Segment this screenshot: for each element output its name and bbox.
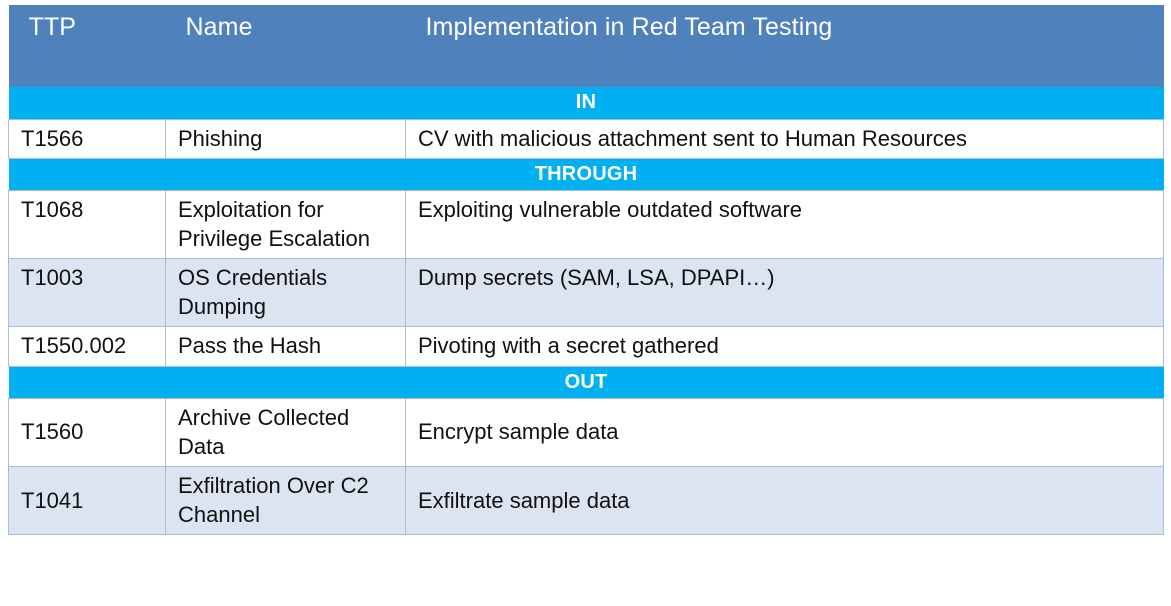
table-body: IN T1566 Phishing CV with malicious atta… xyxy=(8,87,1164,536)
table-header: TTP Name Implementation in Red Team Test… xyxy=(8,5,1164,87)
table-row[interactable]: T1566 Phishing CV with malicious attachm… xyxy=(8,118,1164,160)
column-header-ttp: TTP xyxy=(28,13,77,41)
table-row[interactable]: T1560 Archive Collected Data Encrypt sam… xyxy=(8,398,1164,468)
section-band-label: OUT xyxy=(564,371,608,394)
cell-implementation: Exploiting vulnerable outdated software xyxy=(405,190,1164,260)
cell-ttp: T1566 xyxy=(8,118,166,160)
cell-name: Phishing xyxy=(165,118,406,160)
ttp-table-container: TTP Name Implementation in Red Team Test… xyxy=(8,5,1164,536)
cell-implementation: Exfiltrate sample data xyxy=(405,466,1164,536)
section-band-in: IN xyxy=(8,87,1164,119)
cell-name: Pass the Hash xyxy=(165,326,406,368)
table-row[interactable]: T1041 Exfiltration Over C2 Channel Exfil… xyxy=(8,466,1164,536)
section-band-label: THROUGH xyxy=(534,163,638,186)
ttp-table: TTP Name Implementation in Red Team Test… xyxy=(8,5,1164,536)
cell-implementation: CV with malicious attachment sent to Hum… xyxy=(405,118,1164,160)
cell-name: Exploitation for Privilege Escalation xyxy=(165,190,406,260)
table-row[interactable]: T1068 Exploitation for Privilege Escalat… xyxy=(8,190,1164,260)
table-row[interactable]: T1550.002 Pass the Hash Pivoting with a … xyxy=(8,326,1164,368)
section-band-through: THROUGH xyxy=(8,158,1164,191)
cell-name: Exfiltration Over C2 Channel xyxy=(165,466,406,536)
table-row[interactable]: T1003 OS Credentials Dumping Dump secret… xyxy=(8,258,1164,328)
cell-ttp: T1550.002 xyxy=(8,326,166,368)
cell-ttp: T1560 xyxy=(8,398,166,468)
section-band-label: IN xyxy=(575,91,597,114)
cell-implementation: Pivoting with a secret gathered xyxy=(405,326,1164,368)
cell-ttp: T1041 xyxy=(8,466,166,536)
column-header-implementation: Implementation in Red Team Testing xyxy=(425,13,833,41)
cell-implementation: Dump secrets (SAM, LSA, DPAPI…) xyxy=(405,258,1164,328)
cell-implementation: Encrypt sample data xyxy=(405,398,1164,468)
cell-ttp: T1003 xyxy=(8,258,166,328)
section-band-out: OUT xyxy=(8,366,1164,399)
table-header-row: TTP Name Implementation in Red Team Test… xyxy=(8,5,1164,87)
cell-name: OS Credentials Dumping xyxy=(165,258,406,328)
cell-ttp: T1068 xyxy=(8,190,166,260)
column-header-name: Name xyxy=(185,13,253,41)
cell-name: Archive Collected Data xyxy=(165,398,406,468)
